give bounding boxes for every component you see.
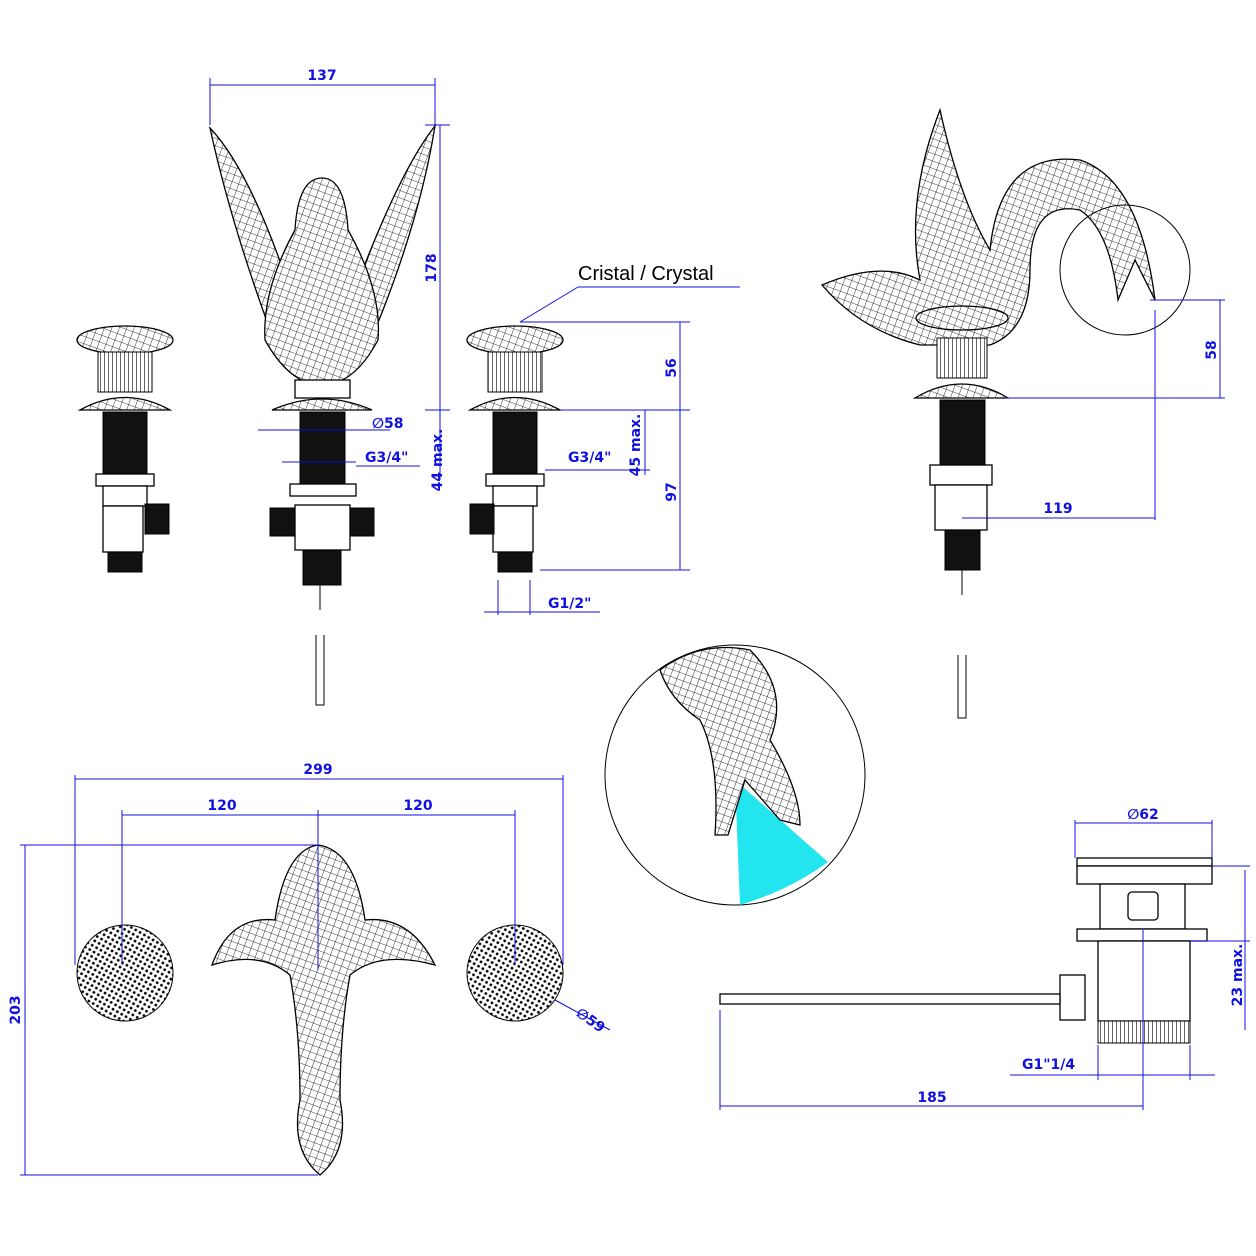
dim-56: 56 (664, 358, 680, 377)
dim-97: 97 (664, 482, 680, 501)
dim-45-max: 45 max. (628, 414, 644, 477)
dim-120-right: 120 (403, 798, 432, 814)
dim-203: 203 (8, 995, 24, 1024)
swan-spout-front-view (208, 123, 437, 706)
right-handle-front-view (466, 325, 564, 573)
dim-299: 299 (303, 762, 332, 778)
dim-g34-left: G3/4" (365, 450, 408, 466)
left-handle-front-view (76, 325, 174, 573)
dim-137: 137 (307, 68, 336, 84)
plan-view (76, 844, 564, 1176)
crystal-callout: Cristal / Crystal (578, 263, 714, 285)
dim-g1-1-4: G1"1/4 (1022, 1057, 1075, 1073)
dim-58-side: 58 (1204, 340, 1220, 359)
dim-178: 178 (424, 253, 440, 282)
dim-119: 119 (1043, 501, 1072, 517)
water-flow (735, 780, 828, 905)
dim-diameter-59: ∅59 (573, 1005, 608, 1036)
detail-magnified-beak (604, 644, 866, 906)
dim-44-max: 44 max. (430, 429, 446, 492)
dim-185: 185 (917, 1090, 946, 1106)
dim-23-max: 23 max. (1230, 944, 1246, 1007)
dim-g34-right: G3/4" (568, 450, 611, 466)
dim-diameter-62: ∅62 (1127, 807, 1158, 823)
dimension-labels: 137 178 ∅58 G3/4" 44 max. Cristal / Crys… (8, 68, 1246, 1106)
pop-up-drain (719, 857, 1213, 1044)
swan-spout-side-view (820, 107, 1191, 719)
dim-diameter-58: ∅58 (372, 416, 403, 432)
dimension-lines (20, 78, 1250, 1176)
dim-g12: G1/2" (548, 596, 591, 612)
dim-120-left: 120 (207, 798, 236, 814)
